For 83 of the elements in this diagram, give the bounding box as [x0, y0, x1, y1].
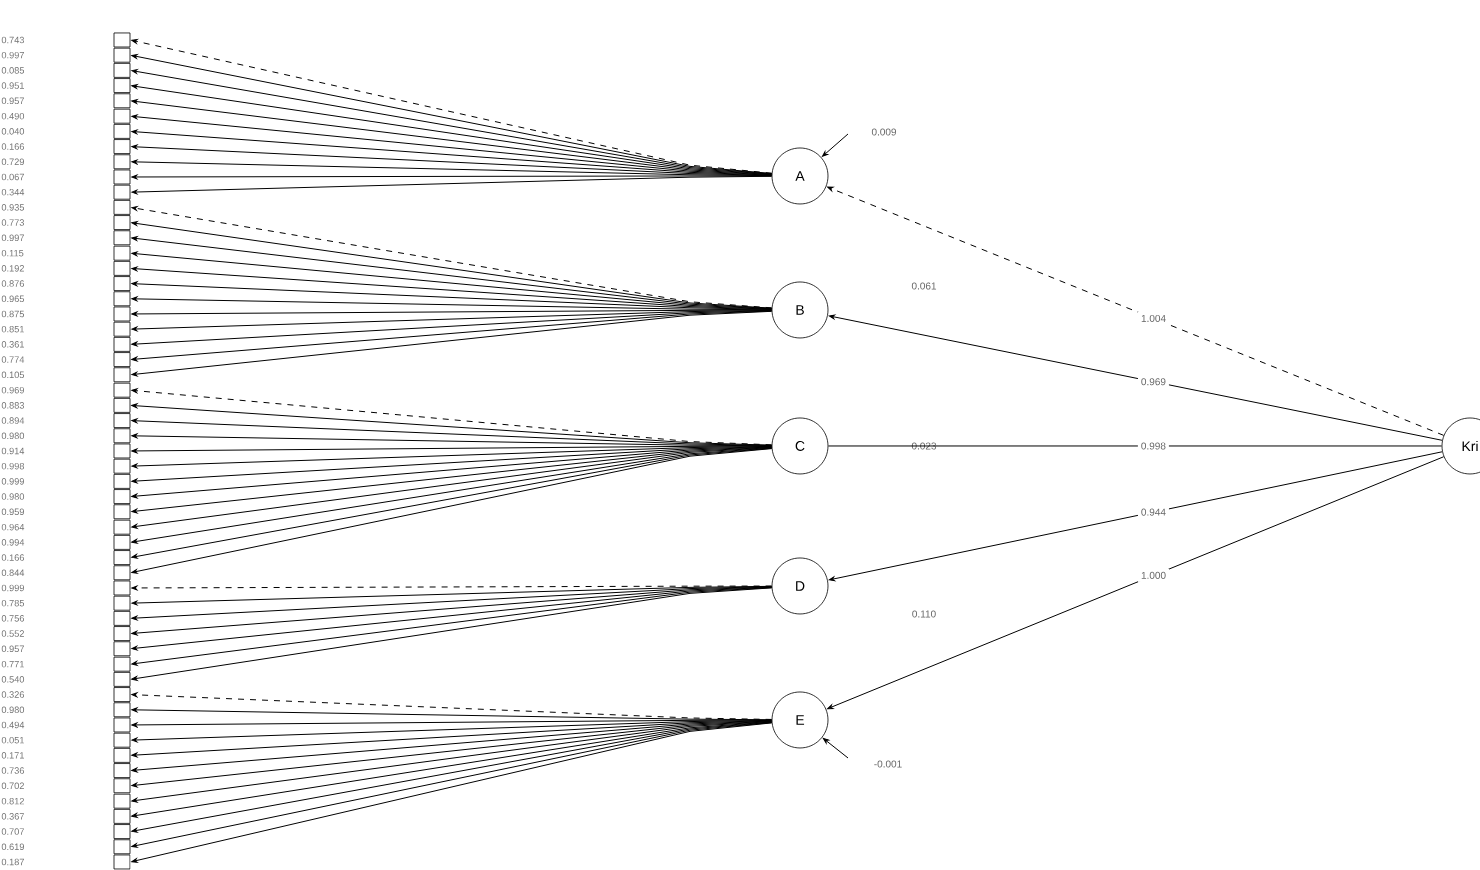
- indicator-box: [113, 732, 131, 748]
- indicator-box: [113, 428, 131, 444]
- loading-arrow: [131, 586, 773, 636]
- indicator-box: [113, 230, 131, 246]
- indicator-box: [113, 276, 131, 291]
- indicator-box: [113, 108, 131, 124]
- loading-arrow: [131, 175, 773, 195]
- indicator-box: [113, 123, 131, 139]
- indicator-box: [113, 382, 131, 398]
- loading-arrow: [131, 446, 773, 484]
- indicator-box: [113, 824, 131, 839]
- loading-arrow: [131, 587, 773, 666]
- indicator-box: [113, 291, 131, 307]
- indicator-box: [113, 367, 131, 383]
- loading-arrow: [131, 174, 773, 180]
- indicator-box: [113, 580, 131, 596]
- indicator-box: [113, 245, 131, 261]
- indicator-box: [113, 839, 131, 855]
- indicator-box: [113, 473, 131, 489]
- indicator-box: [113, 47, 131, 63]
- indicator-box: [113, 778, 131, 794]
- path-arrow: [828, 451, 1443, 582]
- loading-arrow: [131, 587, 773, 681]
- loading-arrow: [131, 99, 773, 175]
- loading-arrow: [131, 720, 773, 758]
- indicator-box: [113, 687, 131, 702]
- indicator-box: [113, 702, 131, 718]
- loading-arrow: [131, 447, 773, 529]
- indicator-box: [113, 352, 131, 367]
- indicator-box: [113, 641, 131, 657]
- indicator-box: [113, 519, 131, 535]
- loading-arrow: [131, 719, 773, 728]
- indicator-box: [113, 747, 131, 763]
- indicator-box: [113, 32, 131, 48]
- loading-arrow: [131, 310, 773, 362]
- indicator-box: [113, 671, 131, 687]
- indicator-box: [113, 595, 131, 611]
- loading-arrow: [131, 266, 773, 310]
- indicator-box: [113, 717, 131, 733]
- loading-arrow: [131, 309, 773, 317]
- indicator-box: [113, 626, 131, 641]
- loading-arrow: [131, 445, 773, 454]
- residual-arrow: [821, 133, 849, 157]
- loading-arrow: [131, 720, 773, 773]
- indicator-box: [113, 139, 131, 154]
- loading-arrow: [131, 310, 773, 347]
- indicator-box: [113, 78, 131, 93]
- indicator-box: [113, 808, 131, 824]
- loading-arrow: [131, 446, 773, 499]
- indicator-box: [113, 93, 131, 109]
- indicator-box: [113, 199, 131, 215]
- path-arrow: [827, 456, 1445, 710]
- indicator-box: [113, 169, 131, 185]
- indicator-box: [113, 184, 131, 200]
- path-arrow: [827, 186, 1445, 436]
- loading-arrow: [131, 721, 773, 803]
- indicator-box: [113, 154, 131, 170]
- indicator-box: [113, 565, 131, 581]
- loading-arrow: [131, 310, 773, 377]
- indicator-box: [113, 336, 131, 352]
- indicator-box: [113, 413, 131, 428]
- indicator-box: [113, 793, 131, 809]
- indicator-box: [113, 458, 131, 474]
- indicator-box: [113, 306, 131, 322]
- indicator-box: [113, 550, 131, 565]
- indicator-box: [113, 443, 131, 459]
- indicator-box: [113, 854, 131, 870]
- residual-arrow: [822, 738, 849, 759]
- indicator-box: [113, 763, 131, 778]
- indicator-box: [113, 62, 131, 78]
- loading-arrow: [131, 403, 773, 446]
- indicator-box: [113, 397, 131, 413]
- indicator-box: [113, 534, 131, 550]
- indicator-box: [113, 504, 131, 520]
- path-arrow: [828, 314, 1443, 441]
- indicator-box: [113, 215, 131, 230]
- indicator-box: [113, 610, 131, 626]
- loading-arrow: [131, 129, 773, 176]
- indicator-box: [113, 489, 131, 504]
- indicator-box: [113, 260, 131, 276]
- indicator-box: [113, 656, 131, 672]
- loading-arrow: [131, 585, 773, 591]
- indicator-box: [113, 321, 131, 337]
